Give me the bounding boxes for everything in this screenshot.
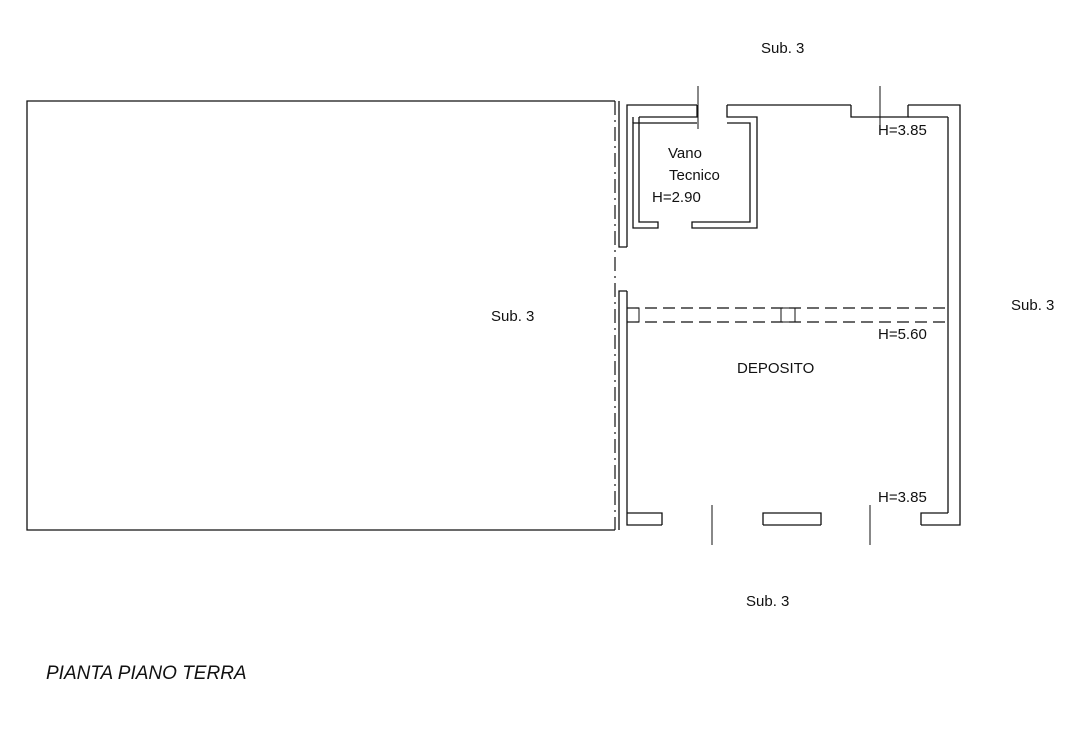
height-label-mid-right: H=5.60 bbox=[878, 326, 927, 343]
height-label-bottom-right: H=3.85 bbox=[878, 489, 927, 506]
vano-label-line2: Tecnico bbox=[669, 167, 720, 184]
building-walls bbox=[618, 101, 961, 530]
sub-label-bottom: Sub. 3 bbox=[746, 593, 789, 610]
beam-line bbox=[626, 307, 948, 323]
sub-label-right: Sub. 3 bbox=[1011, 297, 1054, 314]
sub-label-top: Sub. 3 bbox=[761, 40, 804, 57]
sub-label-left: Sub. 3 bbox=[491, 308, 534, 325]
height-label-top-right: H=3.85 bbox=[878, 122, 927, 139]
plan-title: PIANTA PIANO TERRA bbox=[46, 663, 247, 684]
vano-height-label: H=2.90 bbox=[652, 189, 701, 206]
deposito-label: DEPOSITO bbox=[737, 360, 814, 377]
axis-ticks bbox=[697, 86, 881, 545]
vano-label-line1: Vano bbox=[668, 145, 702, 162]
left-unit-outline bbox=[26, 100, 615, 531]
